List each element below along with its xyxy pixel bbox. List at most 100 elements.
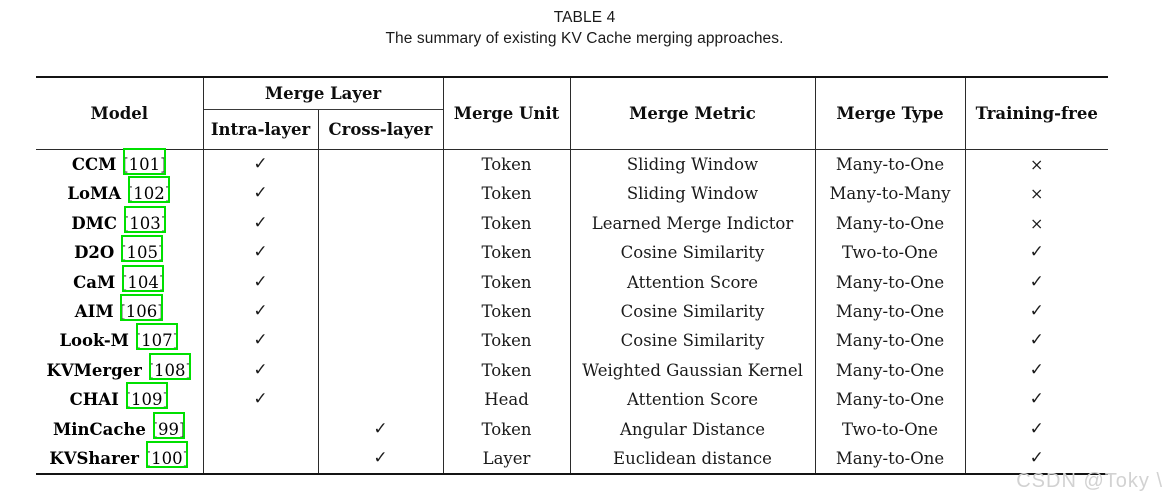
cell-merge-metric: Weighted Gaussian Kernel bbox=[569, 355, 815, 386]
column-header-training-free: Training-free bbox=[964, 77, 1108, 150]
citation-reference: [105] bbox=[120, 243, 165, 263]
cell-merge-metric: Cosine Similarity bbox=[569, 326, 815, 356]
cell-intra-layer: ✓ bbox=[202, 297, 318, 327]
cell-training-free: ✓ bbox=[964, 444, 1108, 475]
cell-merge-metric: Attention Score bbox=[569, 267, 815, 298]
cell-merge-metric: Learned Merge Indictor bbox=[569, 208, 815, 239]
table-head: Model Merge Layer Merge Unit Merge Metri… bbox=[36, 77, 1108, 150]
cell-cross-layer: ✓ bbox=[317, 444, 443, 475]
model-name: CCM bbox=[71, 155, 123, 174]
cell-cross-layer: ✓ bbox=[317, 414, 443, 445]
cell-model: KVSharer [100] bbox=[36, 441, 203, 474]
cell-model: DMC [103] bbox=[36, 205, 203, 238]
model-label: CHAI [109] bbox=[70, 385, 169, 414]
cell-merge-metric: Attention Score bbox=[569, 385, 815, 415]
model-name: CHAI bbox=[69, 390, 125, 410]
column-header-model: Model bbox=[90, 104, 149, 123]
column-header-merge-type: Merge Type bbox=[814, 77, 965, 150]
citation-reference: [101] bbox=[122, 155, 167, 174]
cell-merge-type: Many-to-One bbox=[814, 208, 965, 239]
cell-model: Look-M [107] bbox=[36, 323, 203, 355]
cell-training-free: × bbox=[964, 179, 1108, 209]
cell-intra-layer: ✓ bbox=[202, 149, 318, 180]
cell-training-free: ✓ bbox=[964, 414, 1108, 445]
citation-reference: [103] bbox=[122, 213, 168, 233]
cell-model: LoMA [102] bbox=[36, 176, 203, 208]
cell-intra-layer bbox=[202, 444, 318, 475]
cell-training-free: × bbox=[964, 149, 1108, 180]
model-label: LoMA [102] bbox=[67, 179, 171, 208]
cell-cross-layer bbox=[317, 238, 443, 268]
cell-training-free: ✓ bbox=[964, 326, 1108, 356]
cell-merge-type: Many-to-One bbox=[814, 149, 965, 180]
cell-merge-type: Two-to-One bbox=[814, 414, 965, 445]
cell-merge-type: Many-to-One bbox=[814, 326, 965, 356]
cell-intra-layer bbox=[202, 414, 318, 445]
cell-intra-layer: ✓ bbox=[202, 355, 318, 386]
cell-merge-type: Many-to-One bbox=[814, 444, 965, 475]
cell-model: CCM [101] bbox=[36, 147, 203, 180]
cell-merge-unit: Head bbox=[442, 385, 570, 415]
column-header-merge-unit: Merge Unit bbox=[442, 77, 570, 150]
cell-intra-layer: ✓ bbox=[202, 238, 318, 268]
column-header-merge-metric: Merge Metric bbox=[569, 77, 815, 150]
cell-cross-layer bbox=[317, 179, 443, 209]
cell-model: CaM [104] bbox=[36, 264, 203, 297]
citation-reference: [106] bbox=[119, 302, 164, 322]
citation-reference: [100] bbox=[144, 449, 190, 469]
model-label: DMC [103] bbox=[71, 209, 167, 238]
model-label: Look-M [107] bbox=[59, 326, 179, 355]
model-name: Look-M bbox=[59, 331, 135, 351]
model-label: D2O [105] bbox=[74, 238, 164, 267]
header-row-sub: Intra-layer Cross-layer bbox=[36, 109, 1108, 150]
cell-cross-layer bbox=[317, 267, 443, 298]
cell-model: CHAI [109] bbox=[36, 382, 203, 414]
cell-merge-unit: Token bbox=[442, 267, 570, 298]
cell-merge-type: Many-to-One bbox=[814, 297, 965, 327]
cell-model: AIM [106] bbox=[36, 294, 203, 326]
model-label: CaM [104] bbox=[73, 268, 165, 297]
cell-training-free: ✓ bbox=[964, 355, 1108, 386]
model-name: CaM bbox=[73, 272, 121, 292]
citation-reference: [104] bbox=[120, 272, 166, 292]
cell-model: MinCache [99] bbox=[36, 411, 203, 444]
cell-training-free: ✓ bbox=[964, 297, 1108, 327]
table-container: Model Merge Layer Merge Unit Merge Metri… bbox=[36, 76, 1108, 475]
cell-intra-layer: ✓ bbox=[202, 267, 318, 298]
cell-merge-metric: Sliding Window bbox=[569, 149, 815, 180]
model-name: LoMA bbox=[67, 184, 127, 204]
cell-merge-unit: Layer bbox=[442, 444, 570, 475]
cell-merge-type: Many-to-One bbox=[814, 385, 965, 415]
cell-merge-type: Many-to-One bbox=[814, 267, 965, 298]
model-name: KVSharer bbox=[49, 449, 145, 469]
citation-reference: [109] bbox=[124, 390, 169, 410]
cell-training-free: × bbox=[964, 208, 1108, 239]
model-name: MinCache bbox=[52, 419, 152, 439]
cell-merge-type: Many-to-Many bbox=[814, 179, 965, 209]
model-name: D2O bbox=[74, 243, 121, 263]
kv-cache-merging-table: Model Merge Layer Merge Unit Merge Metri… bbox=[36, 76, 1108, 475]
cell-merge-unit: Token bbox=[442, 208, 570, 239]
model-name: DMC bbox=[71, 213, 123, 233]
cell-merge-unit: Token bbox=[442, 238, 570, 268]
model-name: AIM bbox=[74, 302, 120, 322]
cell-merge-unit: Token bbox=[442, 326, 570, 356]
cell-cross-layer bbox=[317, 326, 443, 356]
table-title: The summary of existing KV Cache merging… bbox=[385, 30, 784, 47]
table-number: TABLE 4 bbox=[553, 9, 616, 26]
model-label: KVMerger [108] bbox=[47, 356, 192, 385]
cell-merge-unit: Token bbox=[442, 149, 570, 180]
model-label: AIM [106] bbox=[75, 297, 164, 326]
model-label: MinCache [99] bbox=[53, 415, 186, 444]
citation-reference: [108] bbox=[147, 360, 192, 380]
cell-merge-metric: Sliding Window bbox=[569, 179, 815, 209]
